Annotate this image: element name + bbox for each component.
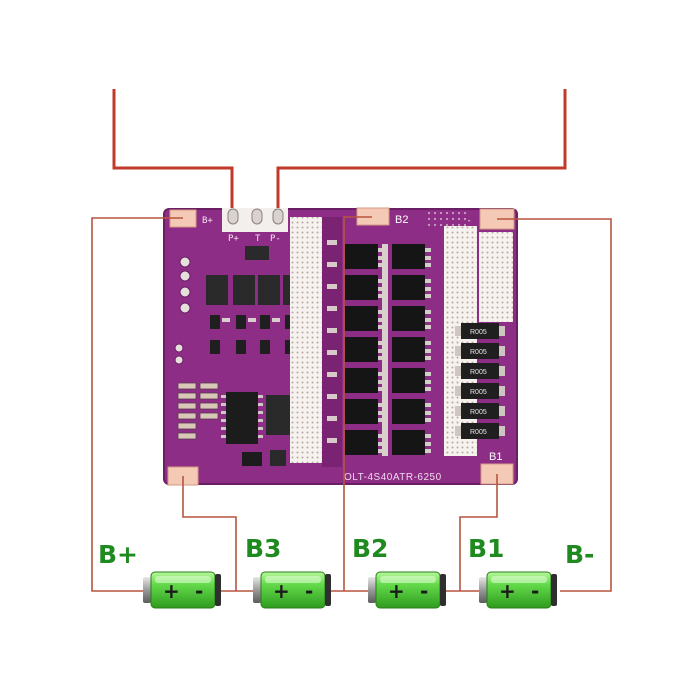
mosfet — [345, 399, 384, 424]
p-minus-wire — [276, 89, 567, 218]
mosfet — [345, 244, 384, 269]
p-plus-silk: P+ — [228, 234, 239, 244]
shunt-resistor: R005 — [455, 423, 505, 439]
shunt-resistor: R005 — [455, 343, 505, 359]
wire-b2 — [343, 216, 372, 591]
label-b-minus: B- — [565, 540, 594, 569]
trace-column-parts — [327, 240, 337, 443]
wire-b3 — [182, 476, 237, 591]
pad-b1-label: B1 — [489, 451, 502, 463]
mosfet — [392, 275, 431, 300]
trace-column — [322, 217, 342, 467]
mosfet — [392, 337, 431, 362]
battery-plus-sign: + — [499, 579, 516, 603]
shunt-label: R005 — [470, 429, 487, 436]
battery-cell-icon: +- — [479, 571, 557, 609]
shunt-resistor: R005 — [455, 383, 505, 399]
label-b2: B2 — [352, 534, 388, 563]
sense-wires — [91, 216, 612, 592]
mosfet — [345, 306, 384, 331]
wire-b1 — [459, 474, 498, 591]
mosfet — [345, 430, 384, 455]
shunt-resistor: R005 — [455, 403, 505, 419]
label-b3: B3 — [245, 534, 281, 563]
pad-b2-label: B2 — [395, 214, 408, 226]
mosfet — [345, 337, 384, 362]
t-silk: T — [255, 234, 261, 244]
label-b-plus: B+ — [98, 540, 138, 569]
battery-row: +-+-+-+- — [143, 571, 557, 609]
pad-b-plus-silk: B+ — [202, 216, 213, 226]
connector-holes — [227, 208, 284, 225]
p-minus-silk: P- — [270, 234, 281, 244]
label-b1: B1 — [468, 534, 504, 563]
shunt-label: R005 — [470, 389, 487, 396]
shunt-label: R005 — [470, 349, 487, 356]
mosfet — [392, 244, 431, 269]
mosfet — [392, 368, 431, 393]
mosfet — [392, 399, 431, 424]
p-plus-wire — [112, 89, 234, 218]
test-point-strip-far — [479, 232, 513, 322]
battery-plus-sign: + — [273, 579, 290, 603]
top-pad-row — [428, 212, 468, 226]
battery-cell-icon: +- — [368, 571, 446, 609]
shunt-resistor: R005 — [455, 363, 505, 379]
mosfet — [392, 306, 431, 331]
test-point-strip-left — [290, 217, 322, 463]
battery-minus-sign: - — [305, 579, 313, 603]
battery-cell-icon: +- — [143, 571, 221, 609]
wire-b-plus — [91, 217, 183, 592]
bms-board: P+ T P- B+ B2 B- B1 — [163, 207, 518, 486]
battery-minus-sign: - — [531, 579, 539, 603]
shunt-resistor: R005 — [455, 323, 505, 339]
mosfet — [345, 275, 384, 300]
shunt-label: R005 — [470, 329, 487, 336]
battery-minus-sign: - — [195, 579, 203, 603]
battery-minus-sign: - — [420, 579, 428, 603]
resistor-array — [177, 382, 219, 440]
load-wires — [112, 89, 567, 218]
battery-cell-icon: +- — [253, 571, 331, 609]
shunt-label: R005 — [470, 369, 487, 376]
bms-controller-ic — [221, 392, 292, 466]
mosfet-separator — [382, 244, 388, 456]
battery-plus-sign: + — [163, 579, 180, 603]
battery-plus-sign: + — [388, 579, 405, 603]
mount-holes — [174, 256, 191, 365]
mosfet — [392, 430, 431, 455]
mosfet-array — [345, 244, 431, 456]
test-point-strip-right — [444, 226, 477, 456]
mosfet — [345, 368, 384, 393]
shunt-label: R005 — [470, 409, 487, 416]
wire-b-minus — [497, 218, 612, 592]
board-model-text: OLT-4S40ATR-6250 — [344, 472, 442, 483]
